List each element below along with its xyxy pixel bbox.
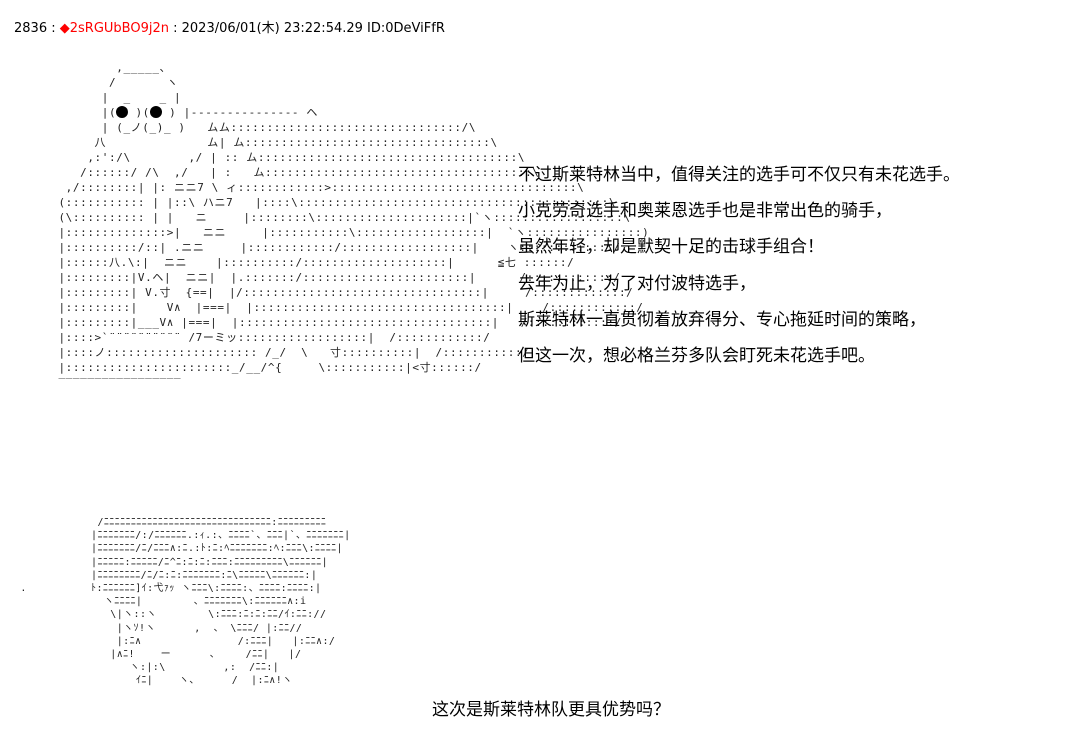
dialogue-line: 小克劳奇选手和奥莱恩选手也是非常出色的骑手， [518, 201, 892, 222]
post-header: 2836 : ◆2sRGUbBO9j2n : 2023/06/01(木) 23:… [14, 20, 445, 38]
header-separator-2: : [168, 21, 182, 36]
dialogue-line: 不过斯莱特林当中，值得关注的选手可不仅只有未花选手。 [518, 165, 960, 185]
dialogue-line: 去年为止，为了对付波特选手， [518, 273, 756, 294]
post-number[interactable]: 2836 [14, 21, 48, 36]
dialogue-line: 但这一次，想必格兰芬多队会盯死未花选手吧。 [518, 346, 875, 367]
poster-id: ID:0DeViFfR [362, 21, 445, 36]
post-date: 2023/06/01(木) 23:22:54.29 [181, 21, 363, 36]
header-separator: : [47, 21, 60, 36]
ascii-art-figure: /ﾆﾆﾆﾆﾆﾆﾆﾆﾆﾆﾆﾆﾆﾆﾆﾆﾆﾆﾆﾆﾆﾆﾆﾆﾆﾆﾆﾆﾆﾆﾆ:ﾆﾆﾆﾆﾆﾆﾆ… [20, 517, 351, 687]
dialogue-block: 不过斯莱特林当中，值得关注的选手可不仅只有未花选手。 小克劳奇选手和奥莱恩选手也… [518, 157, 960, 374]
poster-trip: ◆2sRGUbBO9j2n [59, 21, 169, 36]
question-line: 这次是斯莱特林队更具优势吗？ [432, 700, 670, 720]
dialogue-line: 斯莱特林一直贯彻着放弃得分、专心拖延时间的策略， [518, 309, 926, 330]
ascii-art-announcer: ,_____、 / ヽ | _ _ | |( )( ) |-----------… [58, 61, 650, 389]
dialogue-line: 虽然年轻，却是默契十足的击球手组合！ [518, 237, 824, 258]
